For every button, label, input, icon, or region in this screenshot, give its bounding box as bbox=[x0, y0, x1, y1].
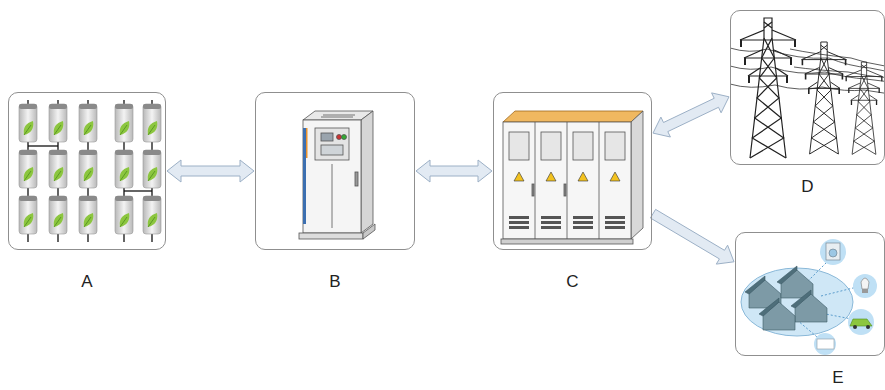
block-arrow bbox=[650, 209, 734, 264]
node-box: C bbox=[493, 92, 652, 292]
node-label: B bbox=[255, 272, 415, 292]
node-frame bbox=[493, 92, 652, 250]
node-box: D bbox=[730, 10, 885, 197]
node-box: E bbox=[735, 232, 885, 388]
node-box: A bbox=[8, 92, 166, 292]
node-frame bbox=[8, 92, 166, 250]
node-label: C bbox=[493, 272, 652, 292]
block-arrow bbox=[167, 160, 254, 182]
node-label: E bbox=[735, 368, 885, 388]
node-label: D bbox=[730, 177, 885, 197]
node-box: B bbox=[255, 92, 415, 292]
node-frame bbox=[730, 10, 885, 165]
node-frame bbox=[255, 92, 415, 250]
node-label: A bbox=[8, 272, 166, 292]
node-frame bbox=[735, 232, 885, 356]
block-arrow bbox=[653, 93, 729, 137]
block-arrow bbox=[416, 160, 492, 182]
